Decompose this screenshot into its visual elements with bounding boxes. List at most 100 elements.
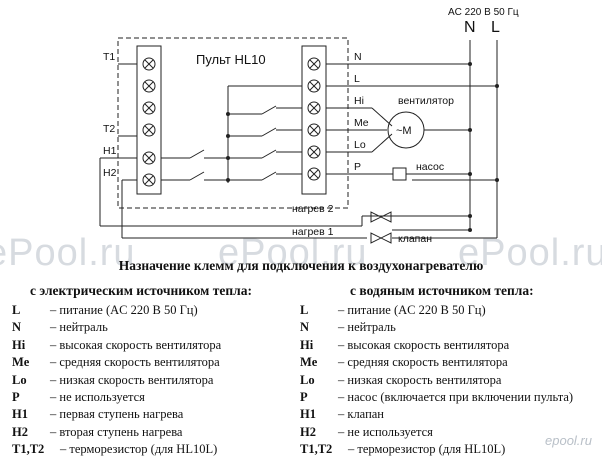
legend-row: Lo – низкая скорость вентилятора	[12, 373, 282, 390]
legend-desc: – питание (AC 220 В 50 Гц)	[338, 303, 486, 317]
legend-row: Me – средняя скорость вентилятора	[12, 355, 282, 372]
legend-row: H2 – вторая ступень нагрева	[12, 425, 282, 442]
terminal-screw	[142, 151, 156, 165]
terminal-label-P: P	[354, 161, 361, 173]
terminal-label-N: N	[354, 51, 362, 63]
terminal-screw	[142, 173, 156, 187]
legend-row: Hi – высокая скорость вентилятора	[12, 338, 282, 355]
terminal-screw	[307, 57, 321, 71]
motor-label: ~M	[396, 125, 412, 137]
watermark-center: ePool.ru	[218, 232, 368, 274]
legend-desc: – не используется	[50, 389, 145, 404]
legend-row: Me – средняя скорость вентилятора	[300, 355, 600, 372]
legend-desc: – терморезистор (для HL10L)	[60, 442, 218, 457]
legend-row: Hi – высокая скорость вентилятора	[300, 338, 600, 355]
legend-row: P– насос (включается при включении пульт…	[300, 390, 600, 407]
terminal-label-T2: T2	[103, 123, 115, 135]
watermark-corner: epool.ru	[545, 433, 592, 448]
valve-label: клапан	[398, 233, 432, 245]
legend-row: L – питание (AC 220 В 50 Гц)	[300, 303, 600, 320]
legend-term: T1,T2	[300, 442, 333, 457]
legend-desc: – не используется	[338, 424, 433, 439]
legend-desc: – высокая скорость вентилятора	[50, 337, 222, 352]
legend-desc: – средняя скорость вентилятора	[338, 355, 508, 370]
legend-term: Me	[300, 355, 318, 370]
legend-row: P – не используется	[12, 390, 282, 407]
valve-symbol-heat2	[370, 211, 392, 223]
legend-row: T1,T2 – терморезистор (для HL10L)	[300, 442, 600, 459]
right-terminal-block	[301, 45, 327, 195]
legend-desc: – средняя скорость вентилятора	[50, 355, 220, 370]
terminal-screw	[142, 123, 156, 137]
legend-term: P	[12, 389, 20, 404]
left-terminal-block	[136, 45, 162, 195]
watermark-left: ePool.ru	[0, 232, 136, 274]
legend-desc: – клапан	[338, 407, 384, 422]
controller-boundary	[117, 37, 349, 209]
legend-term: H2	[300, 424, 316, 439]
legend-term: N	[12, 320, 22, 335]
terminal-label-Lo: Lo	[354, 139, 366, 151]
legend-row: H1 – клапан	[300, 407, 600, 424]
terminal-screw	[307, 79, 321, 93]
legend-term: H1	[300, 407, 316, 422]
pump-symbol	[392, 167, 407, 181]
legend-electric: с электрическим источником тепла: L – пит…	[12, 283, 282, 460]
legend-term: H1	[12, 407, 28, 422]
legend-row: T1,T2 – терморезистор (для HL10L)	[12, 442, 282, 459]
terminal-label-T1: T1	[103, 51, 115, 63]
supply-L-label: L	[491, 19, 500, 36]
legend-water: с водяным источником тепла: L – питание (…	[300, 283, 600, 460]
supply-N-label: N	[464, 19, 476, 36]
legend-row: Lo – низкая скорость вентилятора	[300, 373, 600, 390]
terminal-screw	[142, 57, 156, 71]
legend-term: Lo	[300, 372, 315, 387]
terminal-label-Hi: Hi	[354, 95, 364, 107]
legend-term: Hi	[300, 337, 314, 352]
pump-label: насос	[416, 161, 444, 173]
legend-term: L	[300, 303, 309, 317]
heat1-label: нагрев 1	[292, 226, 334, 238]
terminal-screw	[307, 101, 321, 115]
legend-desc: – первая ступень нагрева	[50, 407, 184, 422]
legend-row: H1 – первая ступень нагрева	[12, 407, 282, 424]
legend-desc: – низкая скорость вентилятора	[338, 372, 502, 387]
legend-row: L – питание (AC 220 В 50 Гц)	[12, 303, 282, 320]
legend-water-title: с водяным источником тепла:	[350, 283, 534, 298]
legend-desc: – терморезистор (для HL10L)	[348, 442, 506, 457]
legend-desc: – высокая скорость вентилятора	[338, 337, 510, 352]
wiring-diagram: AC 220 В 50 Гц N L Пульт HL10 T1 T2 H1 H…	[99, 7, 519, 245]
legend-desc: – питание (AC 220 В 50 Гц)	[50, 303, 198, 317]
legend-row: N – нейтраль	[12, 320, 282, 337]
legend-desc: – низкая скорость вентилятора	[50, 372, 214, 387]
terminal-label-H2: H2	[103, 167, 117, 179]
fan-label: вентилятор	[398, 95, 454, 107]
terminal-screw	[307, 123, 321, 137]
legend-desc: – вторая ступень нагрева	[50, 424, 183, 439]
terminal-label-L: L	[354, 73, 360, 85]
legend-electric-title: с электрическим источником тепла:	[30, 283, 252, 298]
legend-desc: – нейтраль	[338, 320, 396, 335]
terminal-screw	[142, 101, 156, 115]
legend-row: H2 – не используется	[300, 425, 600, 442]
legend-term: Lo	[12, 372, 27, 387]
terminal-label-Me: Me	[354, 117, 369, 129]
terminal-screw	[142, 79, 156, 93]
valve-symbol-heat1	[370, 232, 392, 244]
legend-term: Me	[12, 355, 30, 370]
legend-term: H2	[12, 424, 28, 439]
legend-term: P	[300, 389, 308, 404]
legend-heading: Назначение клемм для подключения к возду…	[118, 258, 484, 273]
supply-label: AC 220 В 50 Гц	[448, 7, 519, 18]
fan-motor-symbol	[387, 111, 425, 149]
terminal-label-H1: H1	[103, 145, 117, 157]
legend-term: T1,T2	[12, 442, 45, 457]
legend-term: L	[12, 303, 21, 317]
legend-row: N – нейтраль	[300, 320, 600, 337]
legend-desc: – нейтраль	[50, 320, 108, 335]
watermark-right: ePool.ru	[458, 232, 602, 274]
terminal-screw	[307, 145, 321, 159]
legend-term: N	[300, 320, 310, 335]
terminal-screw	[307, 167, 321, 181]
legend-term: Hi	[12, 337, 26, 352]
